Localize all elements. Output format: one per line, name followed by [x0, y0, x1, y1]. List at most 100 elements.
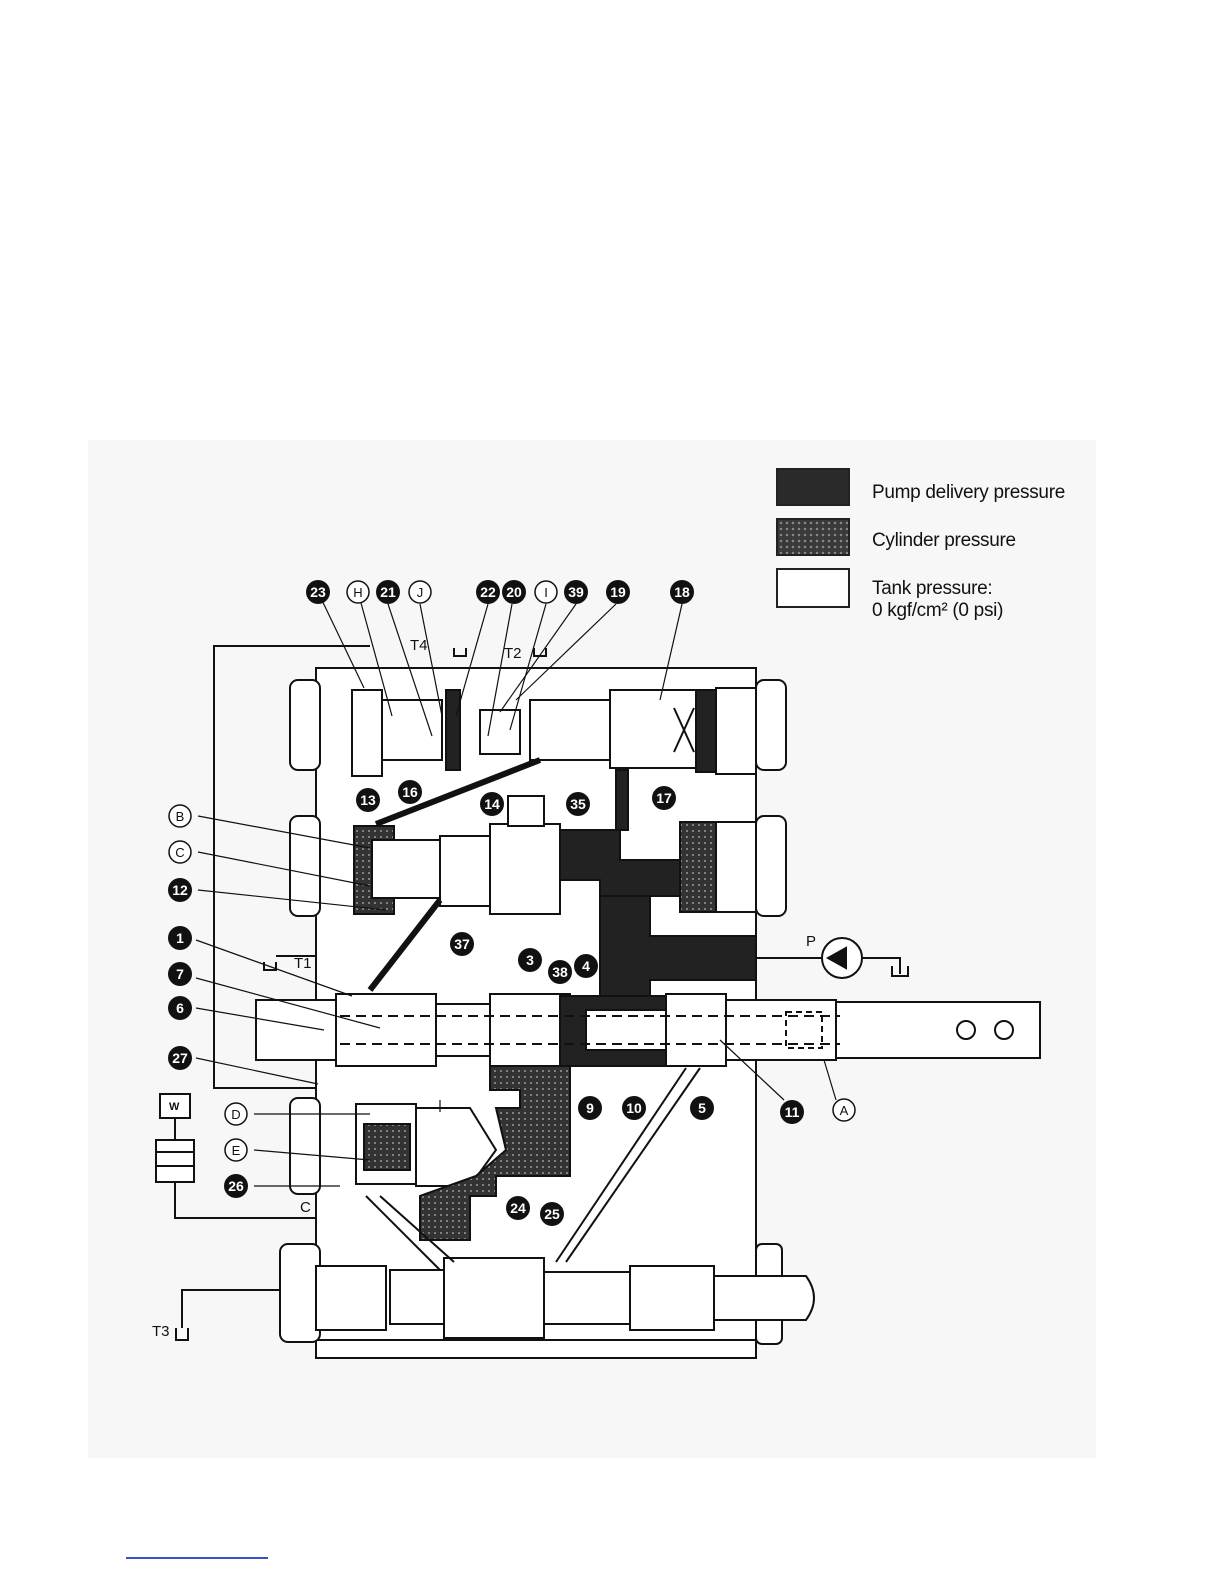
bottom-plunger — [714, 1276, 814, 1320]
label-37: 37 — [450, 932, 474, 956]
bottom-spring — [316, 1266, 386, 1330]
spool-land-3 — [490, 994, 570, 1066]
spool-rod — [726, 1000, 836, 1060]
svg-text:6: 6 — [176, 1000, 184, 1016]
label-27: 27 — [168, 1046, 192, 1070]
label-10: 10 — [622, 1096, 646, 1120]
label-I: I — [535, 581, 557, 603]
svg-text:24: 24 — [510, 1200, 526, 1216]
svg-text:A: A — [840, 1103, 849, 1118]
handle-hole-1 — [957, 1021, 975, 1039]
svg-text:H: H — [353, 585, 362, 600]
label-6: 6 — [168, 996, 192, 1020]
label-1: 1 — [168, 926, 192, 950]
svg-text:23: 23 — [310, 584, 326, 600]
svg-text:I: I — [544, 585, 548, 600]
spool-land-5 — [666, 994, 726, 1066]
bottom-nut — [390, 1270, 444, 1324]
svg-text:J: J — [417, 585, 424, 600]
svg-text:3: 3 — [526, 952, 534, 968]
svg-text:25: 25 — [544, 1206, 560, 1222]
svg-text:7: 7 — [176, 966, 184, 982]
mid-right-plug — [756, 816, 786, 916]
label-20: 20 — [502, 580, 526, 604]
label-11: 11 — [780, 1100, 804, 1124]
svg-text:B: B — [176, 809, 185, 824]
port-T4: T4 — [410, 637, 428, 654]
bottom-rod — [544, 1272, 630, 1324]
load-cylinder — [156, 1140, 194, 1182]
svg-text:21: 21 — [380, 584, 396, 600]
label-26: 26 — [224, 1174, 248, 1198]
top-chamber-h — [382, 700, 442, 760]
t3-tank — [176, 1328, 188, 1340]
footer-rule — [126, 1557, 268, 1559]
svg-text:9: 9 — [586, 1100, 594, 1116]
label-3: 3 — [518, 948, 542, 972]
label-J: J — [409, 581, 431, 603]
label-9: 9 — [578, 1096, 602, 1120]
label-38: 38 — [548, 960, 572, 984]
top-left-plug — [290, 680, 320, 770]
bottom-left-plug — [280, 1244, 320, 1342]
label-39: 39 — [564, 580, 588, 604]
label-23: 23 — [306, 580, 330, 604]
mid-valve-14 — [490, 824, 560, 914]
bottom-piston — [444, 1258, 544, 1338]
svg-text:14: 14 — [484, 796, 500, 812]
svg-text:22: 22 — [480, 584, 496, 600]
low-left-plug — [290, 1098, 320, 1194]
t4-tank — [454, 648, 466, 656]
port-W: W — [169, 1101, 180, 1113]
mid-piston-b — [372, 840, 442, 898]
bottom-sleeve — [630, 1266, 714, 1330]
label-E: E — [225, 1139, 247, 1161]
label-H: H — [347, 581, 369, 603]
svg-text:37: 37 — [454, 936, 470, 952]
port-T2: T2 — [504, 645, 522, 662]
label-25: 25 — [540, 1202, 564, 1226]
svg-text:4: 4 — [582, 958, 590, 974]
mid-right-spring — [680, 822, 716, 912]
svg-text:17: 17 — [656, 790, 672, 806]
svg-text:11: 11 — [785, 1104, 800, 1120]
low-piston-e — [364, 1124, 410, 1170]
label-35: 35 — [566, 792, 590, 816]
top-piston-18 — [610, 690, 700, 768]
housing-base — [316, 1340, 756, 1358]
port-T1: T1 — [294, 955, 312, 972]
label-21: 21 — [376, 580, 400, 604]
top-cap-black — [696, 690, 716, 772]
svg-text:18: 18 — [674, 584, 690, 600]
label-4: 4 — [574, 954, 598, 978]
svg-text:12: 12 — [172, 882, 188, 898]
svg-text:19: 19 — [610, 584, 626, 600]
label-13: 13 — [356, 788, 380, 812]
port-T3: T3 — [152, 1323, 170, 1340]
label-A: A — [833, 1099, 855, 1121]
label-D: D — [225, 1103, 247, 1125]
label-12: 12 — [168, 878, 192, 902]
label-19: 19 — [606, 580, 630, 604]
mid-chamber — [440, 836, 490, 906]
svg-text:10: 10 — [626, 1100, 642, 1116]
svg-text:D: D — [231, 1107, 240, 1122]
svg-text:20: 20 — [506, 584, 522, 600]
svg-text:26: 26 — [228, 1178, 244, 1194]
label-C: C — [169, 841, 191, 863]
svg-text:C: C — [175, 845, 184, 860]
mid-right-nut — [716, 822, 756, 912]
label-17: 17 — [652, 786, 676, 810]
svg-text:1: 1 — [176, 930, 184, 946]
top-seat-22 — [446, 690, 460, 770]
svg-text:38: 38 — [552, 964, 568, 980]
top-nut — [716, 688, 756, 774]
top-right-plug — [756, 680, 786, 770]
mid-top-stem — [508, 796, 544, 826]
label-24: 24 — [506, 1196, 530, 1220]
label-5: 5 — [690, 1096, 714, 1120]
svg-text:35: 35 — [570, 796, 586, 812]
top-left-cap — [352, 690, 382, 776]
handle-hole-2 — [995, 1021, 1013, 1039]
spool-land-1 — [336, 994, 436, 1066]
